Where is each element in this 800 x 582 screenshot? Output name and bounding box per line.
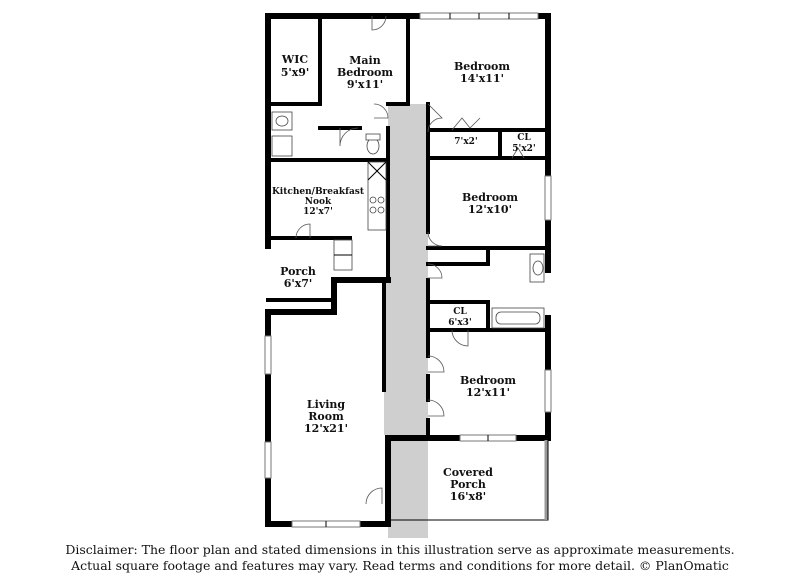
room-name: Bedroom xyxy=(454,60,510,73)
room-dimensions: 7'x2' xyxy=(454,137,477,147)
room-living-room: Living Room 12'x21' xyxy=(304,398,348,435)
room-dimensions: 9'x11' xyxy=(347,78,383,91)
room-name: Kitchen/Breakfast xyxy=(272,187,365,197)
room-name: CL xyxy=(453,307,467,317)
room-dimensions: 12'x10' xyxy=(468,203,512,216)
room-name: Porch xyxy=(280,265,316,278)
bath-fixtures xyxy=(271,111,545,329)
room-name: Bedroom xyxy=(337,66,393,79)
disclaimer-line-2: Actual square footage and features may v… xyxy=(71,558,729,573)
room-dimensions: 12'x21' xyxy=(304,422,348,435)
windows xyxy=(264,12,552,528)
room-name: Living xyxy=(307,398,345,411)
hallway-lower xyxy=(384,280,428,435)
room-dimensions: 6'x7' xyxy=(284,277,313,290)
room-wic: WIC 5'x9' xyxy=(281,53,310,79)
room-closet-1: CL 5'x2' xyxy=(512,133,535,154)
disclaimer: Disclaimer: The floor plan and stated di… xyxy=(0,542,800,574)
room-dimensions: 14'x11' xyxy=(460,72,504,85)
room-main-bedroom: Main Bedroom 9'x11' xyxy=(337,54,393,91)
room-name: Porch xyxy=(450,478,486,491)
room-name: Nook xyxy=(305,197,332,207)
room-bedroom-1: Bedroom 14'x11' xyxy=(454,60,510,85)
room-kitchen: Kitchen/Breakfast Nook 12'x7' xyxy=(272,187,365,217)
disclaimer-line-1: Disclaimer: The floor plan and stated di… xyxy=(65,542,735,557)
room-name: Room xyxy=(308,410,344,423)
doors xyxy=(295,15,525,505)
covered-porch-outline xyxy=(388,440,549,521)
room-name: Covered xyxy=(443,466,493,479)
room-bedroom-3: Bedroom 12'x11' xyxy=(460,374,516,399)
room-name: Bedroom xyxy=(462,191,518,204)
room-hall-closet: 7'x2' xyxy=(454,137,477,147)
room-name: WIC xyxy=(281,53,308,66)
room-dimensions: 12'x11' xyxy=(466,386,510,399)
room-dimensions: 6'x3' xyxy=(448,318,471,328)
room-closet-2: CL 6'x3' xyxy=(448,307,471,328)
room-name: Main xyxy=(349,54,380,67)
room-name: CL xyxy=(517,133,531,143)
room-name: Bedroom xyxy=(460,374,516,387)
room-bedroom-2: Bedroom 12'x10' xyxy=(462,191,518,216)
room-porch: Porch 6'x7' xyxy=(280,265,316,290)
kitchen-fixtures xyxy=(333,161,387,271)
room-covered-porch: Covered Porch 16'x8' xyxy=(443,466,493,503)
room-dimensions: 5'x9' xyxy=(281,66,310,79)
room-dimensions: 5'x2' xyxy=(512,144,535,154)
room-dimensions: 12'x7' xyxy=(303,207,333,217)
room-dimensions: 16'x8' xyxy=(450,490,486,503)
